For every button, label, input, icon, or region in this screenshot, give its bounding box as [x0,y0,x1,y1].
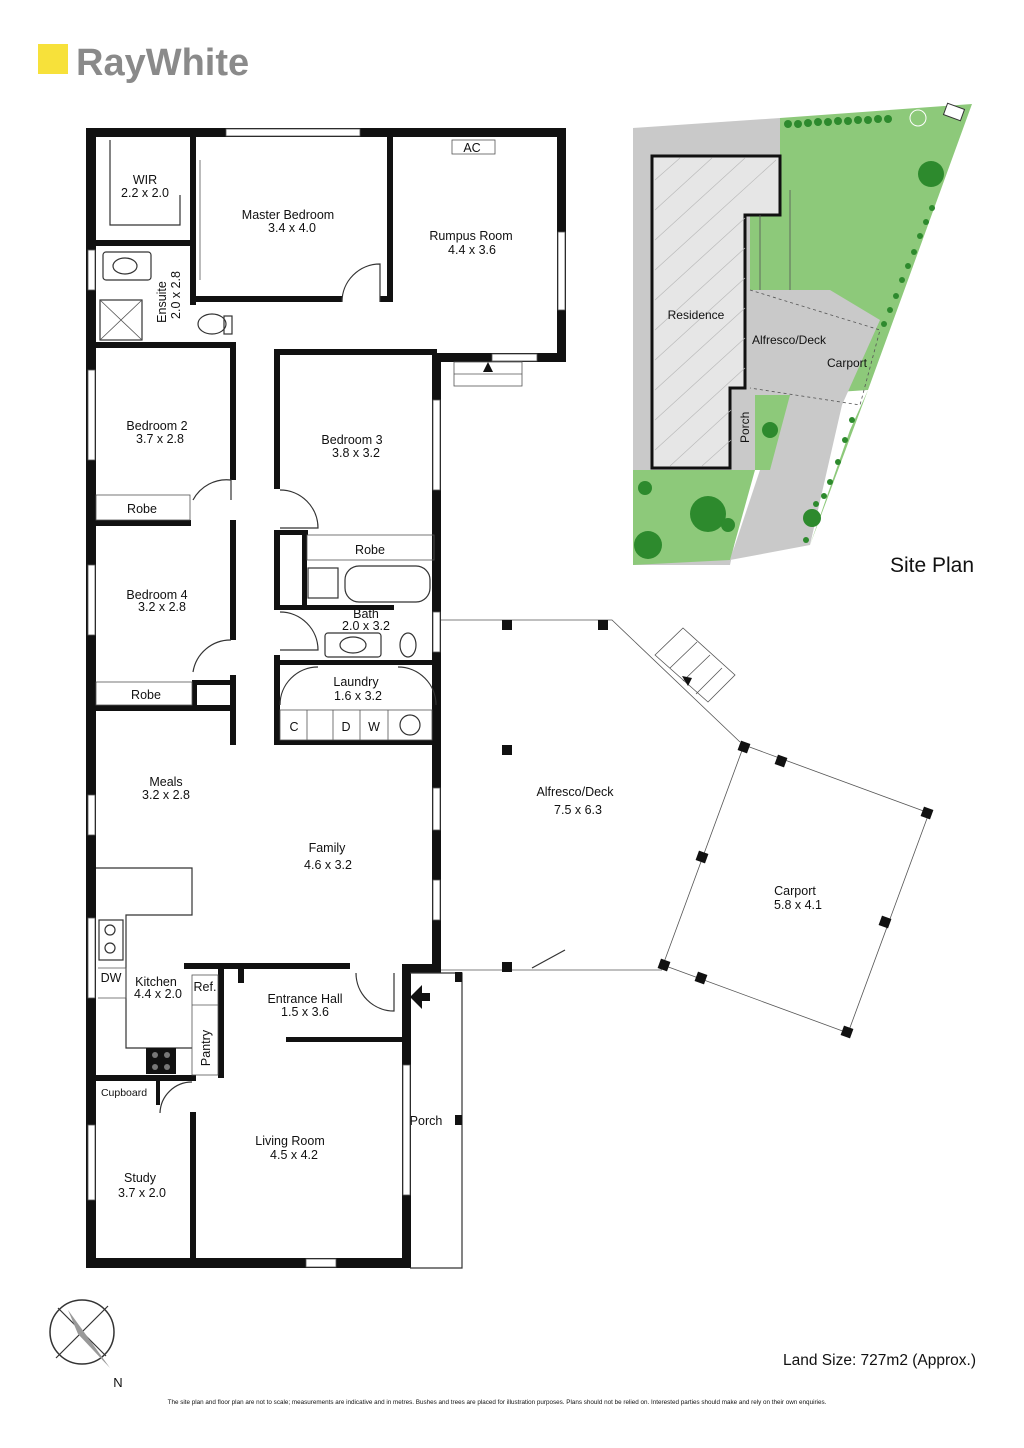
ensuite-size: 2.0 x 2.8 [169,271,183,319]
compass-north-label: N [113,1375,122,1390]
site-plan: Residence Alfresco/Deck Carport Porch Si… [633,102,974,577]
pantry-label: Pantry [199,1029,213,1066]
site-residence [650,154,782,470]
alfresco-name: Alfresco/Deck [536,785,614,799]
ac-label: AC [463,141,480,155]
laundry-c: C [289,720,298,734]
bed3-name: Bedroom 3 [321,433,382,447]
study-name: Study [124,1171,157,1185]
tree-icon [638,481,652,495]
kitchen-name: Kitchen [135,975,177,989]
robe4-label: Robe [131,688,161,702]
robe2-label: Robe [127,502,157,516]
wir-size: 2.2 x 2.0 [121,186,169,200]
residence-hatch [654,157,777,467]
site-porch-label: Porch [738,412,752,443]
tree-icon [909,109,927,127]
bed2-size: 3.7 x 2.8 [136,432,184,446]
wir-name: WIR [133,173,157,187]
floor-plan [86,128,934,1269]
shed-icon [942,102,966,122]
site-residence-label: Residence [668,308,725,322]
alfresco-size: 7.5 x 6.3 [554,803,602,817]
family-size: 4.6 x 3.2 [304,858,352,872]
bath-size: 2.0 x 3.2 [342,619,390,633]
entrance-name: Entrance Hall [267,992,342,1006]
disclaimer: The site plan and floor plan are not to … [168,1399,827,1406]
master-name: Master Bedroom [242,208,334,222]
hedge-icon [784,115,935,543]
ensuite-name: Ensuite [155,281,169,323]
living-size: 4.5 x 4.2 [270,1148,318,1162]
tree-icon [721,518,735,532]
site-plan-title: Site Plan [890,554,974,577]
bed3-size: 3.8 x 3.2 [332,446,380,460]
laundry-d: D [341,720,350,734]
site-carport-label: Carport [827,356,868,370]
study-size: 3.7 x 2.0 [118,1186,166,1200]
logo-text: RayWhite [76,42,249,84]
raywhite-logo: RayWhite [38,42,249,84]
cupboard-label: Cupboard [101,1087,147,1099]
tree-icon [803,509,821,527]
laundry-w: W [368,720,380,734]
bed4-size: 3.2 x 2.8 [138,600,186,614]
kitchen-size: 4.4 x 2.0 [134,987,182,1001]
robe3-label: Robe [355,543,385,557]
ref-label: Ref. [194,980,217,994]
logo-mark [38,44,68,74]
laundry-size: 1.6 x 3.2 [334,689,382,703]
tree-icon [762,422,778,438]
rumpus-size: 4.4 x 3.6 [448,243,496,257]
bath-name: Bath [353,607,379,621]
tree-icon [690,496,726,532]
family-name: Family [309,841,347,855]
living-name: Living Room [255,1134,324,1148]
rumpus-name: Rumpus Room [429,229,512,243]
meals-name: Meals [149,775,182,789]
tree-icon [918,161,944,187]
dw-label: DW [101,971,122,985]
room-labels: WIR 2.2 x 2.0 Master Bedroom 3.4 x 4.0 A… [101,141,822,1200]
tree-icon [634,531,662,559]
compass-icon: N [49,1299,123,1390]
meals-size: 3.2 x 2.8 [142,788,190,802]
carport-size: 5.8 x 4.1 [774,898,822,912]
bed2-name: Bedroom 2 [126,419,187,433]
laundry-name: Laundry [333,675,379,689]
bed4-name: Bedroom 4 [126,588,187,602]
site-lawn-lower-right [810,390,868,545]
entrance-size: 1.5 x 3.6 [281,1005,329,1019]
porch-label: Porch [410,1114,443,1128]
master-size: 3.4 x 4.0 [268,221,316,235]
carport-name: Carport [774,884,816,898]
site-driveway [730,290,880,560]
land-size: Land Size: 727m2 (Approx.) [783,1352,976,1369]
site-alfresco-label: Alfresco/Deck [752,333,827,347]
